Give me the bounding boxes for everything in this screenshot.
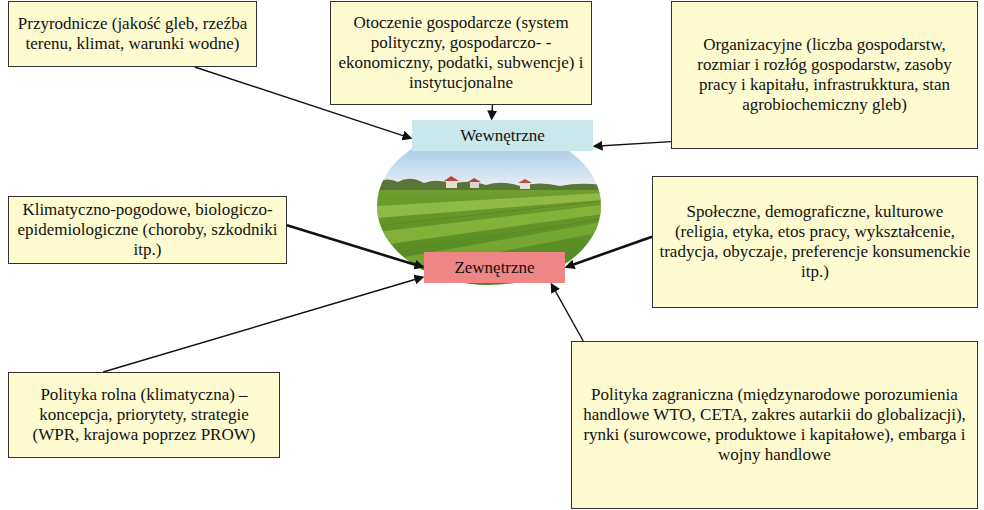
category-tag: Wewnętrzne	[412, 120, 593, 151]
box-text: Otoczenie gospodarcze (system polityczny…	[336, 13, 586, 93]
box-text: Społeczne, demograficzne, kulturowe (rel…	[658, 202, 972, 282]
arrow-connector	[595, 142, 671, 147]
box-text: Klimatyczno-pogodowe, biologiczo-epidemi…	[14, 200, 281, 260]
arrow-connector	[287, 225, 422, 267]
factor-box: Organizacyjne (liczba gospodarstw, rozmi…	[671, 1, 978, 149]
arrow-connector	[491, 105, 493, 118]
factor-box: Klimatyczno-pogodowe, biologiczo-epidemi…	[8, 196, 287, 264]
box-text: Przyrodnicze (jakość gleb, rzeźba terenu…	[14, 14, 251, 54]
box-text: Zewnętrzne	[454, 258, 534, 278]
box-text: Organizacyjne (liczba gospodarstw, rozmi…	[677, 35, 972, 115]
box-text: Polityka rolna (klimatyczna) – koncepcja…	[14, 385, 274, 445]
factor-box: Przyrodnicze (jakość gleb, rzeźba terenu…	[8, 1, 257, 67]
factor-box: Polityka zagraniczna (międzynarodowe por…	[571, 341, 978, 509]
arrow-connector	[552, 284, 584, 341]
arrow-connector	[567, 237, 652, 267]
arrow-connector	[103, 277, 422, 372]
factor-box: Otoczenie gospodarcze (system polityczny…	[330, 1, 592, 105]
factor-box: Polityka rolna (klimatyczna) – koncepcja…	[8, 372, 280, 458]
box-text: Polityka zagraniczna (międzynarodowe por…	[577, 385, 972, 465]
farm-photo	[354, 126, 615, 304]
category-tag: Zewnętrzne	[424, 252, 565, 283]
factor-box: Społeczne, demograficzne, kulturowe (rel…	[652, 176, 978, 308]
box-text: Wewnętrzne	[460, 126, 545, 146]
